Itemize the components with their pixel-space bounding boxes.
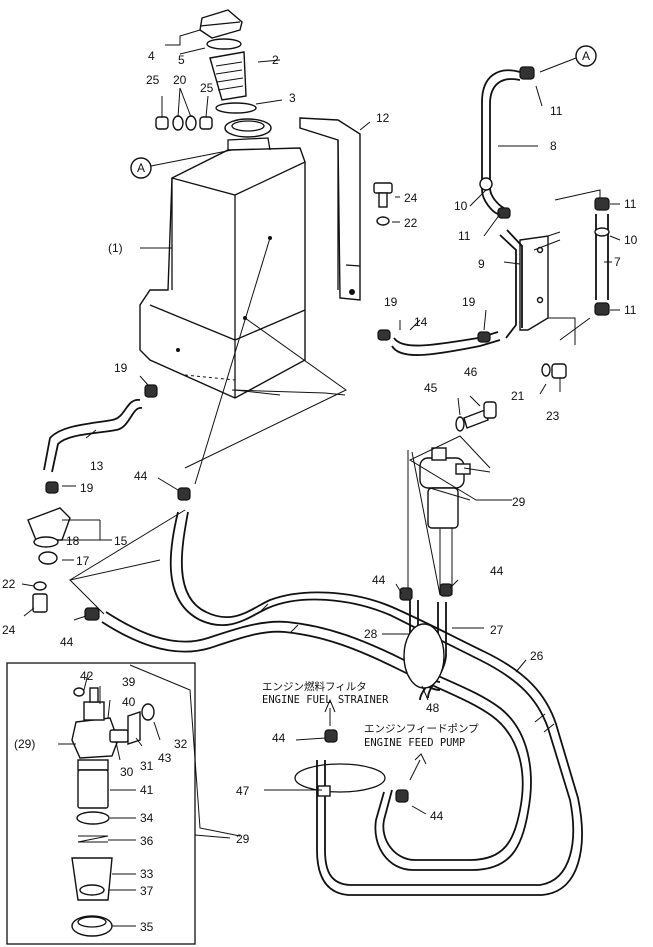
label-32: 32: [174, 737, 188, 751]
label-44-hose27: 44: [490, 564, 504, 578]
note-pump-en: ENGINE FEED PUMP: [364, 737, 465, 749]
label-37: 37: [140, 884, 154, 898]
label-46: 46: [464, 365, 478, 379]
label-1: (1): [108, 241, 123, 255]
label-29-detail-ref: 29: [236, 832, 250, 846]
note-pump-jp: エンジンフィードポンプ: [364, 723, 479, 735]
label-44-strainer: 44: [272, 731, 286, 745]
label-10-right: 10: [624, 233, 638, 247]
label-28: 28: [364, 627, 378, 641]
label-7: 7: [614, 255, 621, 269]
label-11-top: 11: [550, 104, 563, 118]
hose-8: [479, 66, 535, 219]
label-11-right-bottom: 11: [624, 303, 637, 317]
label-33: 33: [140, 867, 154, 881]
hose-14: [377, 329, 501, 356]
label-24-lower: 24: [2, 623, 16, 637]
label-3: 3: [289, 91, 296, 105]
label-19-tank: 19: [114, 361, 128, 375]
fuel-tank: [139, 118, 306, 399]
label-25-right: 25: [200, 81, 214, 95]
bolt-46: [455, 401, 497, 432]
label-35: 35: [140, 920, 154, 934]
fuel-strainer-29: [407, 447, 491, 596]
label-22-lower: 22: [2, 577, 16, 591]
label-25-left: 25: [146, 73, 160, 87]
label-4: 4: [148, 49, 155, 63]
label-47: 47: [236, 784, 250, 798]
label-11-mid: 11: [458, 229, 471, 243]
label-30: 30: [120, 765, 134, 779]
main-hoses: [84, 487, 583, 896]
label-41: 41: [140, 783, 154, 797]
label-45: 45: [424, 381, 438, 395]
label-11-right-top: 11: [624, 197, 637, 211]
label-26: 26: [530, 649, 544, 663]
label-17: 17: [76, 554, 90, 568]
label-18: 18: [66, 534, 80, 548]
drain-valve: [27, 507, 71, 613]
label-5: 5: [178, 53, 185, 67]
bolt-washer-upper: [373, 182, 393, 226]
label-8: 8: [550, 139, 557, 153]
ref-a-label-tank: A: [137, 161, 145, 175]
label-21: 21: [511, 389, 525, 403]
label-44-tank: 44: [134, 469, 148, 483]
nuts-washers: [155, 115, 213, 131]
label-10-left: 10: [454, 199, 468, 213]
label-13: 13: [90, 459, 104, 473]
filler-cap: [199, 9, 257, 114]
band-47: [294, 763, 386, 797]
label-29-inset: (29): [14, 737, 35, 751]
label-39: 39: [122, 675, 136, 689]
label-14: 14: [414, 315, 428, 329]
label-15: 15: [114, 534, 128, 548]
label-36: 36: [140, 834, 154, 848]
label-27: 27: [490, 623, 504, 637]
hose-7: [594, 197, 610, 316]
detail-inset: [6, 662, 231, 945]
note-strainer-jp: エンジン燃料フィルタ: [262, 680, 367, 693]
pipe-bracket-9: [499, 189, 601, 345]
tank-bracket: [299, 117, 361, 301]
label-19-drain: 19: [80, 481, 94, 495]
label-19-hose14-left: 19: [384, 295, 398, 309]
label-42: 42: [80, 669, 94, 683]
note-strainer-en: ENGINE FUEL STRAINER: [262, 694, 389, 706]
hose-13: [43, 384, 158, 494]
label-2: 2: [272, 53, 279, 67]
reference-marks: [130, 45, 597, 179]
leader-lines: [69, 237, 591, 837]
label-leaders: [21, 29, 621, 927]
label-12: 12: [376, 111, 390, 125]
label-31: 31: [140, 759, 154, 773]
label-24-upper: 24: [404, 191, 418, 205]
label-44-hose28: 44: [372, 573, 386, 587]
label-22-upper: 22: [404, 216, 418, 230]
label-44-left-hose: 44: [60, 635, 74, 649]
ref-a-label-top: A: [582, 49, 590, 63]
bolt-23: [541, 363, 567, 379]
label-34: 34: [140, 811, 154, 825]
label-44-pump: 44: [430, 809, 444, 823]
label-29-strainer: 29: [512, 495, 526, 509]
label-20: 20: [173, 73, 187, 87]
label-9: 9: [478, 257, 485, 271]
label-48: 48: [426, 701, 440, 715]
label-23: 23: [546, 409, 560, 423]
label-19-hose14-right: 19: [462, 295, 476, 309]
label-43: 43: [158, 751, 172, 765]
label-40: 40: [122, 695, 136, 709]
callout-labels: A A 4 5 2 3 25 20 25 12 24 22 (1) 8 11 1…: [2, 49, 638, 934]
